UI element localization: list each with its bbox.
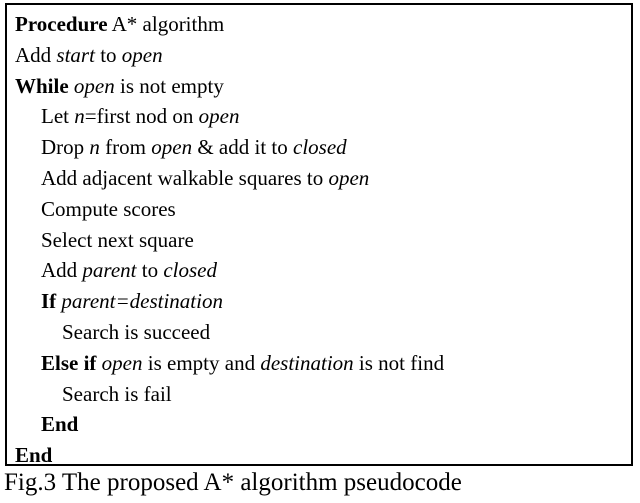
code-text: is not empty — [114, 73, 224, 98]
pseudocode-line: Compute scores — [15, 194, 625, 225]
code-text: A* algorithm — [107, 12, 225, 36]
pseudocode-line: Add adjacent walkable squares to open — [15, 163, 625, 194]
variable-name: destination — [260, 350, 354, 375]
pseudocode-line: Search is succeed — [15, 317, 625, 348]
variable-name: open — [73, 73, 115, 98]
variable-name: open — [101, 350, 143, 375]
code-text: from — [99, 135, 152, 160]
pseudocode-line: Add start to open — [15, 40, 625, 71]
variable-name: start — [56, 42, 95, 67]
code-text: Search is succeed — [62, 319, 211, 344]
code-text: =first nod on — [84, 104, 199, 129]
variable-name: open — [151, 135, 193, 160]
code-text: Drop — [41, 135, 90, 160]
pseudocode-line: End — [15, 440, 625, 471]
code-text: to — [94, 42, 122, 67]
variable-name: closed — [293, 135, 347, 160]
pseudocode-line: Drop n from open & add it to closed — [15, 132, 625, 163]
variable-name: parent — [82, 258, 137, 283]
pseudocode-line: End — [15, 409, 625, 440]
code-text: Let — [41, 104, 75, 129]
pseudocode-line: Let n=first nod on open — [15, 101, 625, 132]
pseudocode-line: Select next square — [15, 225, 625, 256]
code-text: is not find — [353, 350, 445, 375]
keyword: Else if — [41, 350, 97, 375]
pseudocode-line: If parent=destination — [15, 286, 625, 317]
code-text: & add it to — [192, 135, 293, 160]
code-text: Select next square — [41, 227, 194, 252]
keyword: End — [41, 412, 79, 437]
pseudocode-line: Add parent to closed — [15, 255, 625, 286]
variable-name: n — [89, 135, 100, 160]
code-text: Compute scores — [41, 196, 176, 221]
code-text: Search is fail — [62, 381, 172, 406]
figure-caption: Fig.3 The proposed A* algorithm pseudoco… — [4, 469, 462, 496]
variable-name: n — [74, 104, 85, 129]
keyword: End — [15, 443, 53, 468]
variable-name: parent=destination — [61, 289, 223, 314]
pseudocode-line: While open is not empty — [15, 71, 625, 102]
keyword: While — [15, 73, 69, 98]
variable-name: open — [121, 42, 163, 67]
code-text: Add adjacent walkable squares to — [41, 165, 329, 190]
variable-name: closed — [163, 258, 217, 283]
code-text: is empty and — [142, 350, 261, 375]
variable-name: open — [328, 165, 370, 190]
code-text: Add — [41, 258, 83, 283]
keyword: Procedure — [15, 12, 108, 36]
code-text: to — [136, 258, 164, 283]
variable-name: open — [198, 104, 240, 129]
keyword: If — [41, 289, 57, 314]
pseudocode-line: Search is fail — [15, 379, 625, 410]
code-text: Add — [15, 42, 57, 67]
pseudocode-line: Procedure A* algorithm — [15, 9, 625, 40]
pseudocode-line: Else if open is empty and destination is… — [15, 348, 625, 379]
